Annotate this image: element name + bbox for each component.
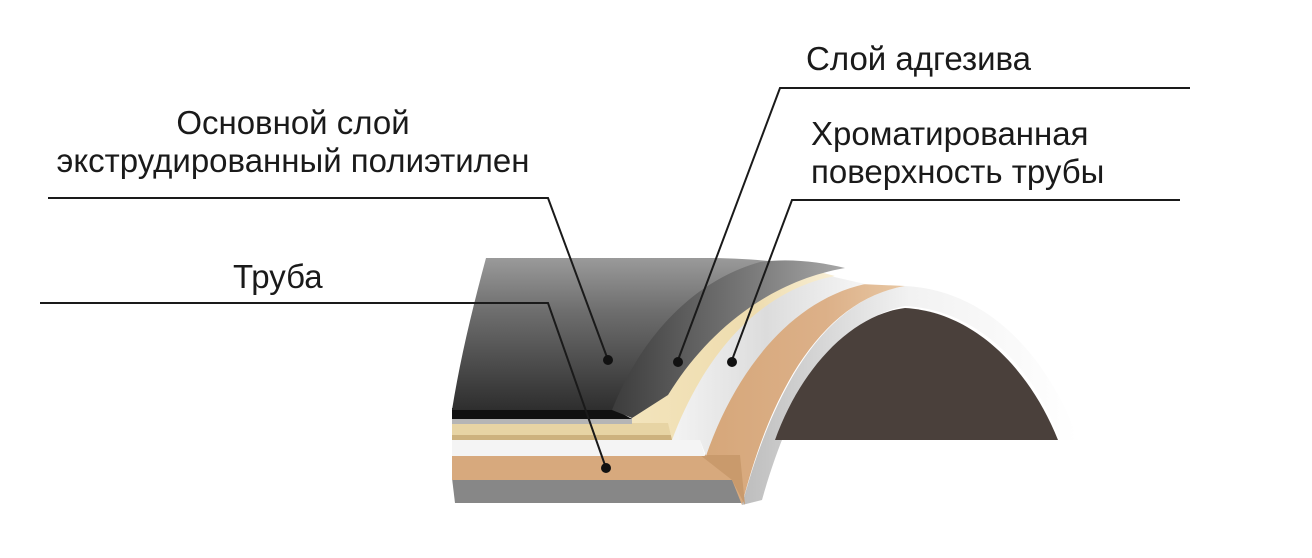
pipe-interior bbox=[775, 308, 1058, 440]
white-strip-flat bbox=[452, 440, 705, 456]
label-chromated: Хроматированная поверхность трубы bbox=[811, 115, 1104, 191]
leader-main-layer bbox=[48, 197, 609, 361]
dot-pipe bbox=[601, 463, 611, 473]
label-chromated-line1: Хроматированная bbox=[811, 115, 1089, 152]
leader-pipe bbox=[40, 302, 607, 469]
adhesive-arc bbox=[630, 264, 835, 440]
label-chromated-line2: поверхность трубы bbox=[811, 153, 1105, 190]
pipe-metal-joint bbox=[700, 455, 745, 505]
adhesive-flat-edge bbox=[452, 435, 672, 440]
chromated-arc bbox=[668, 276, 865, 456]
label-adhesive: Слой адгезива bbox=[806, 40, 1032, 77]
label-main-layer-line2: экструдированный полиэтилен bbox=[56, 142, 530, 179]
label-main-layer-line1: Основной слой bbox=[176, 104, 410, 141]
leader-chromated bbox=[731, 199, 1180, 361]
base-strip bbox=[452, 478, 748, 503]
pipe-metal-arc bbox=[705, 284, 905, 505]
leader-adhesive bbox=[677, 87, 1190, 361]
label-pipe: Труба bbox=[233, 258, 323, 295]
dot-adhesive bbox=[673, 357, 683, 367]
pipe-rim-arc bbox=[742, 286, 1078, 505]
pipe-metal-flat bbox=[452, 455, 742, 480]
pe-bottom-gray bbox=[452, 418, 632, 424]
polyethylene-arc bbox=[612, 260, 845, 418]
label-main-layer: Основной слой экструдированный полиэтиле… bbox=[38, 104, 548, 180]
dot-main-layer bbox=[603, 355, 613, 365]
dot-chromated bbox=[727, 357, 737, 367]
leader-lines bbox=[40, 87, 1190, 469]
